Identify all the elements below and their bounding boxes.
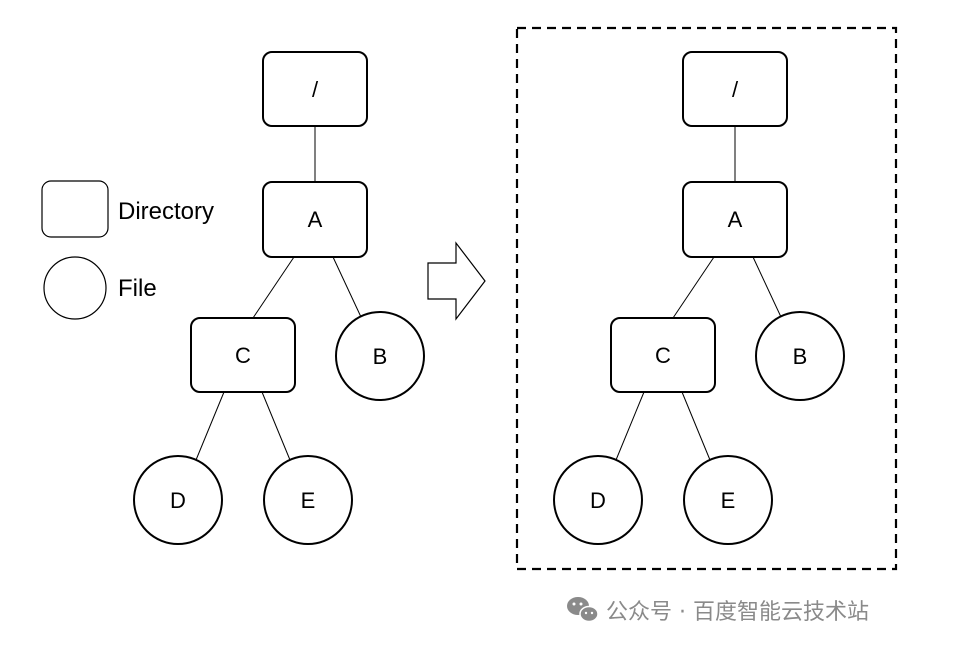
directory-node-root: / — [682, 51, 788, 127]
directory-node-c: C — [190, 317, 296, 393]
edge-c-e — [261, 391, 291, 461]
wechat-icon — [567, 597, 599, 623]
file-node-e: E — [683, 455, 773, 545]
node-label: B — [373, 344, 388, 369]
node-label: B — [793, 344, 808, 369]
file-node-b: B — [755, 311, 845, 401]
edge-c-d — [615, 391, 645, 461]
node-label: / — [312, 77, 319, 102]
directory-node-c: C — [610, 317, 716, 393]
edge-c-d — [195, 391, 225, 461]
node-label: D — [170, 488, 186, 513]
directory-node-a: A — [262, 181, 368, 258]
watermark: 公众号 · 百度智能云技术站 — [567, 597, 869, 625]
dashed-frame — [515, 26, 898, 571]
tree-after: / A C B D E — [553, 51, 845, 545]
file-node-d: D — [553, 455, 643, 545]
file-node-b: B — [335, 311, 425, 401]
directory-node-a: A — [682, 181, 788, 258]
file-node-e: E — [263, 455, 353, 545]
node-label: C — [235, 343, 251, 368]
edge-a-b — [332, 256, 362, 318]
right-arrow-icon — [427, 241, 486, 321]
edge-a-c — [252, 256, 295, 319]
node-label: C — [655, 343, 671, 368]
file-node-d: D — [133, 455, 223, 545]
node-label: D — [590, 488, 606, 513]
node-label: A — [728, 207, 743, 232]
edge-a-b — [752, 256, 782, 318]
legend-file-shape — [43, 256, 107, 320]
tree-before: / A C B D E — [133, 51, 425, 545]
node-label: E — [721, 488, 736, 513]
node-label: E — [301, 488, 316, 513]
edge-c-e — [681, 391, 711, 461]
node-label: A — [308, 207, 323, 232]
watermark-text: 公众号 · 百度智能云技术站 — [606, 600, 869, 625]
legend: Directory File — [41, 180, 214, 320]
legend-directory-shape — [41, 180, 109, 238]
directory-node-root: / — [262, 51, 368, 127]
edge-a-c — [672, 256, 715, 319]
legend-file-label: File — [118, 275, 157, 302]
legend-directory-label: Directory — [118, 198, 214, 225]
node-label: / — [732, 77, 739, 102]
